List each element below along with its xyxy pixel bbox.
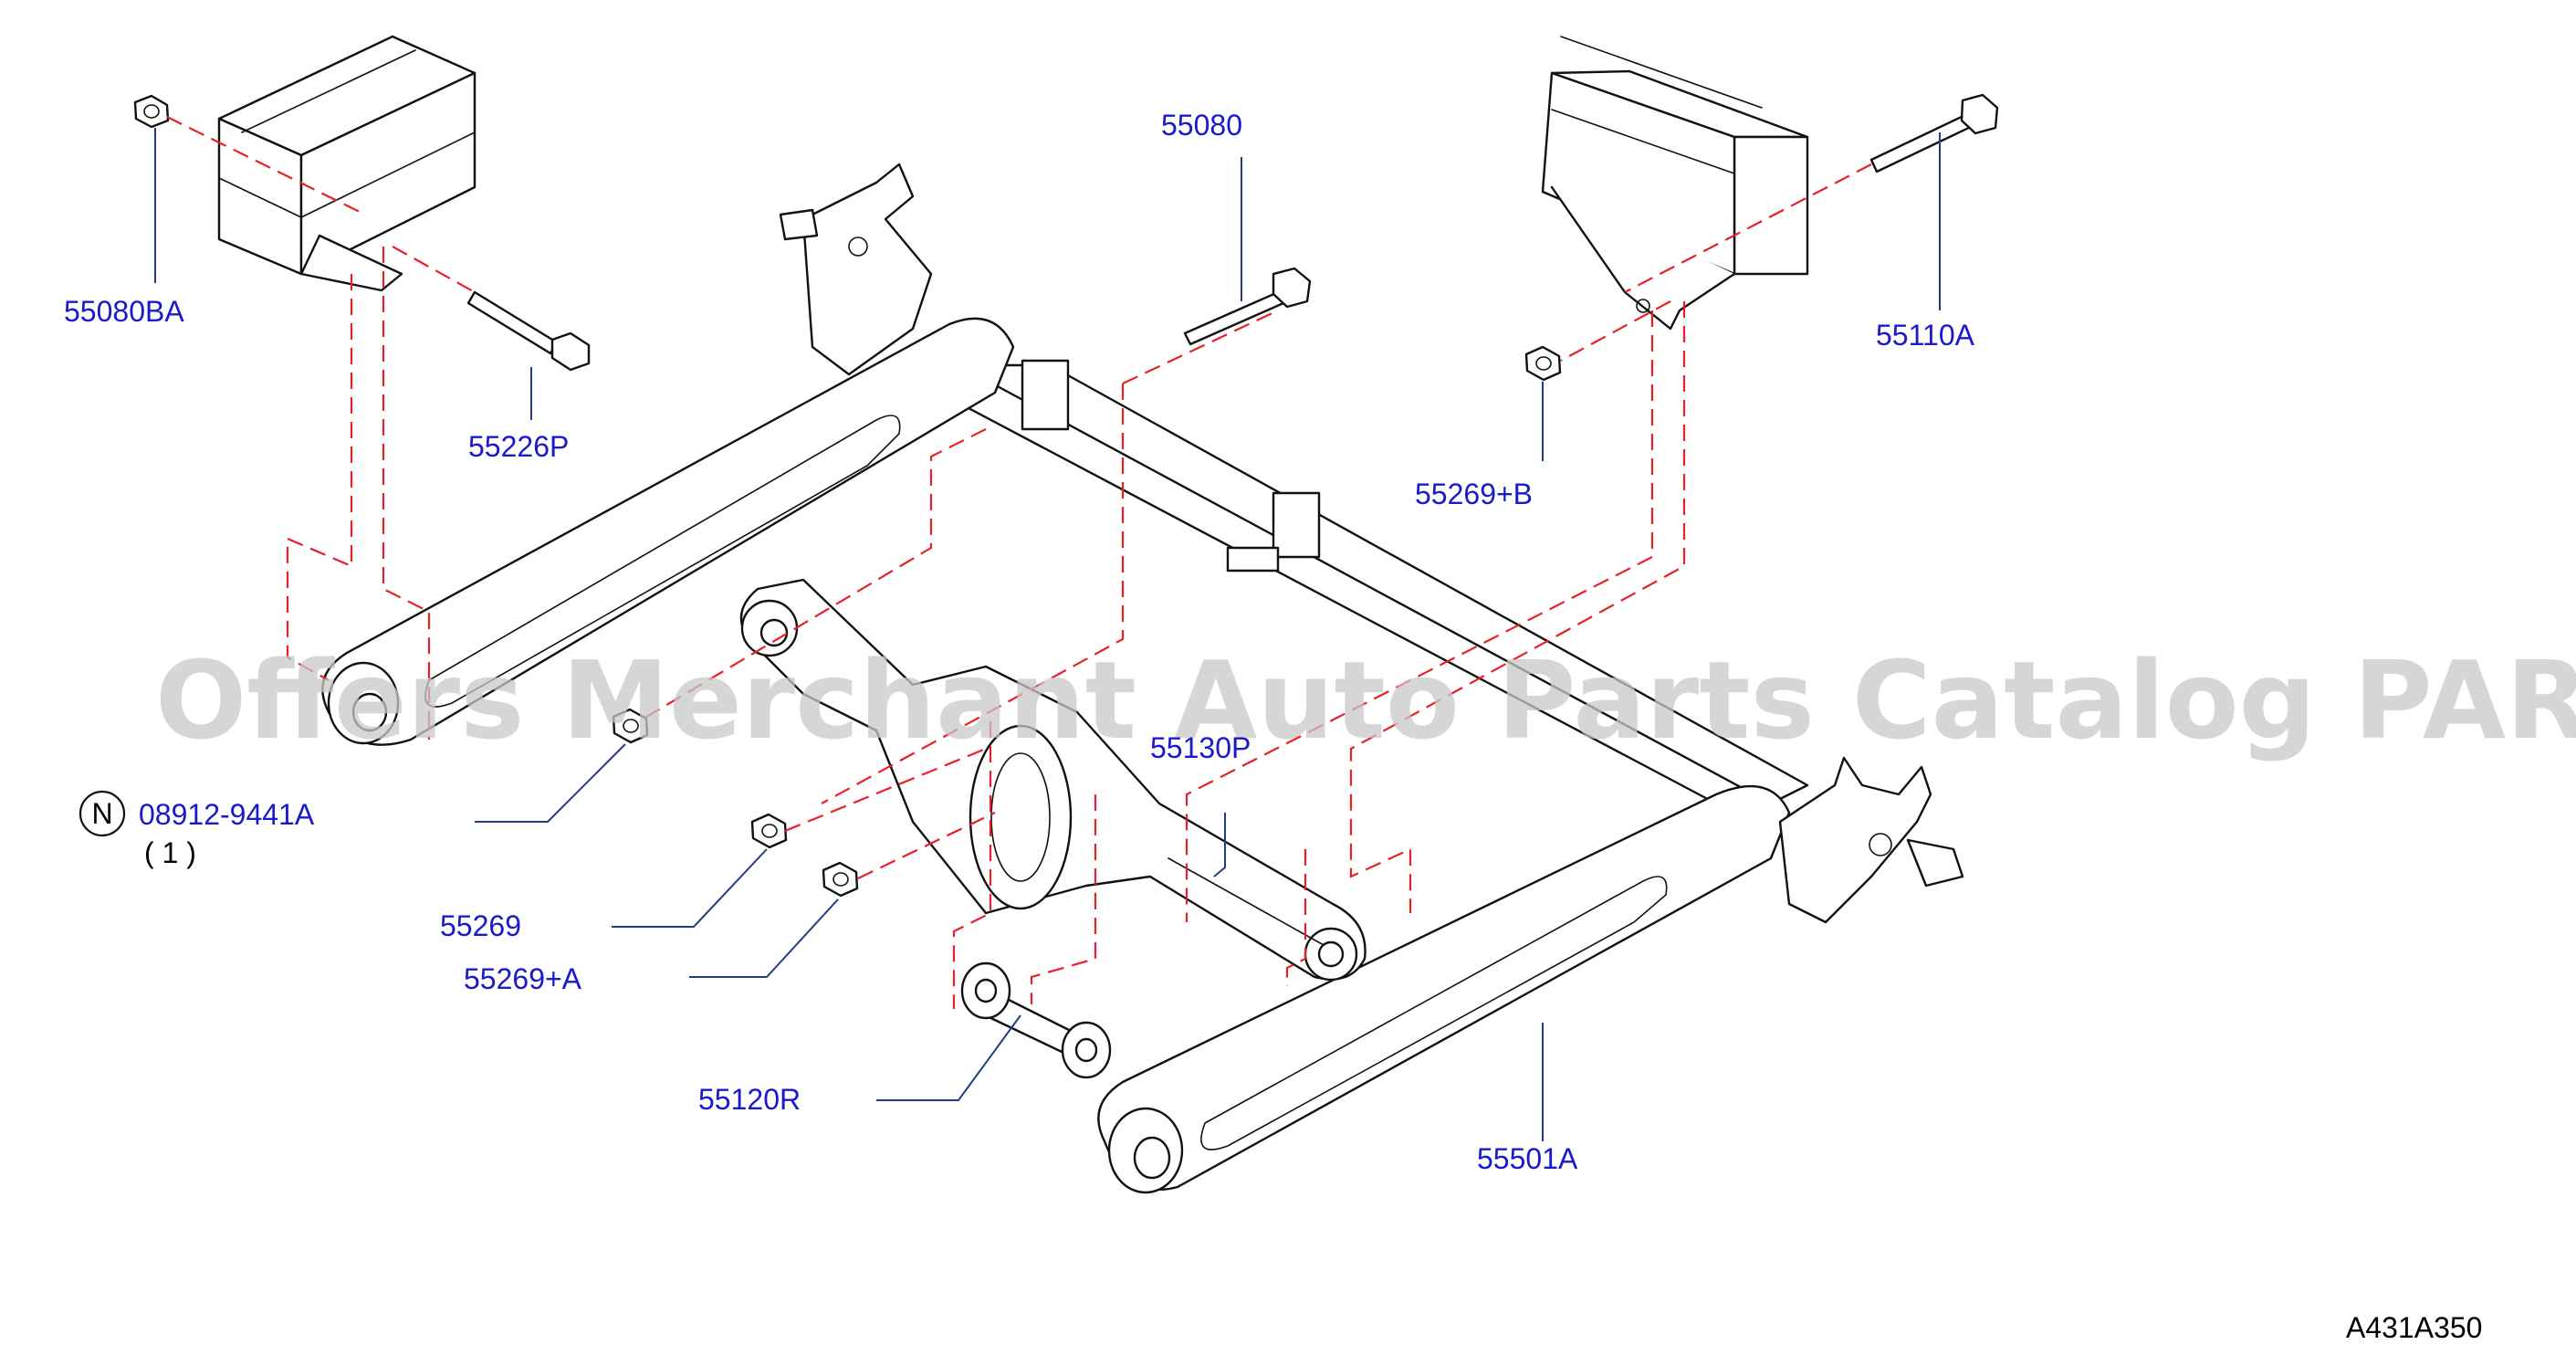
label-55130P[interactable]: 55130P [1150, 731, 1251, 764]
nut-55269 [750, 813, 788, 849]
diagram-code: A431A350 [2346, 1311, 2482, 1344]
n-symbol-text: N [91, 797, 112, 830]
nut-55080BA [133, 94, 170, 129]
differential-mount-member [739, 578, 1367, 982]
right-frame-rail [1541, 36, 1809, 331]
label-08912-9441A[interactable]: 08912-9441A [139, 798, 315, 831]
label-55269B[interactable]: 55269+B [1415, 478, 1533, 510]
label-55226P[interactable]: 55226P [468, 430, 569, 463]
bolt-55110A [1869, 93, 1999, 173]
assembly-guide-lines [166, 116, 1872, 1009]
nut-55269A [822, 861, 859, 898]
label-55080BA[interactable]: 55080BA [64, 295, 184, 328]
label-55110A[interactable]: 55110A [1876, 319, 1975, 352]
watermark-text: Offers Merchant Auto Parts Catalog PARTS… [155, 637, 2576, 763]
left-knuckle-bracket [779, 163, 933, 376]
bolt-55080 [1183, 267, 1312, 346]
left-trailing-arm [321, 317, 1015, 746]
nut-08912 [612, 708, 649, 744]
label-55120R[interactable]: 55120R [698, 1083, 801, 1116]
right-trailing-arm [1097, 784, 1791, 1194]
nut-55269B [1524, 345, 1562, 382]
n-symbol-badge: N [79, 790, 126, 837]
label-55269A[interactable]: 55269+A [464, 962, 582, 995]
right-knuckle-bracket [1778, 756, 1964, 924]
lateral-link [960, 961, 1112, 1079]
label-55080[interactable]: 55080 [1161, 109, 1242, 142]
bolt-55226P [466, 290, 591, 372]
label-55501A[interactable]: 55501A [1477, 1142, 1578, 1175]
leader-lines [154, 128, 1941, 1141]
left-frame-rail [217, 35, 476, 292]
label-55269[interactable]: 55269 [440, 909, 521, 942]
quantity-note: ( 1 ) [144, 836, 196, 869]
